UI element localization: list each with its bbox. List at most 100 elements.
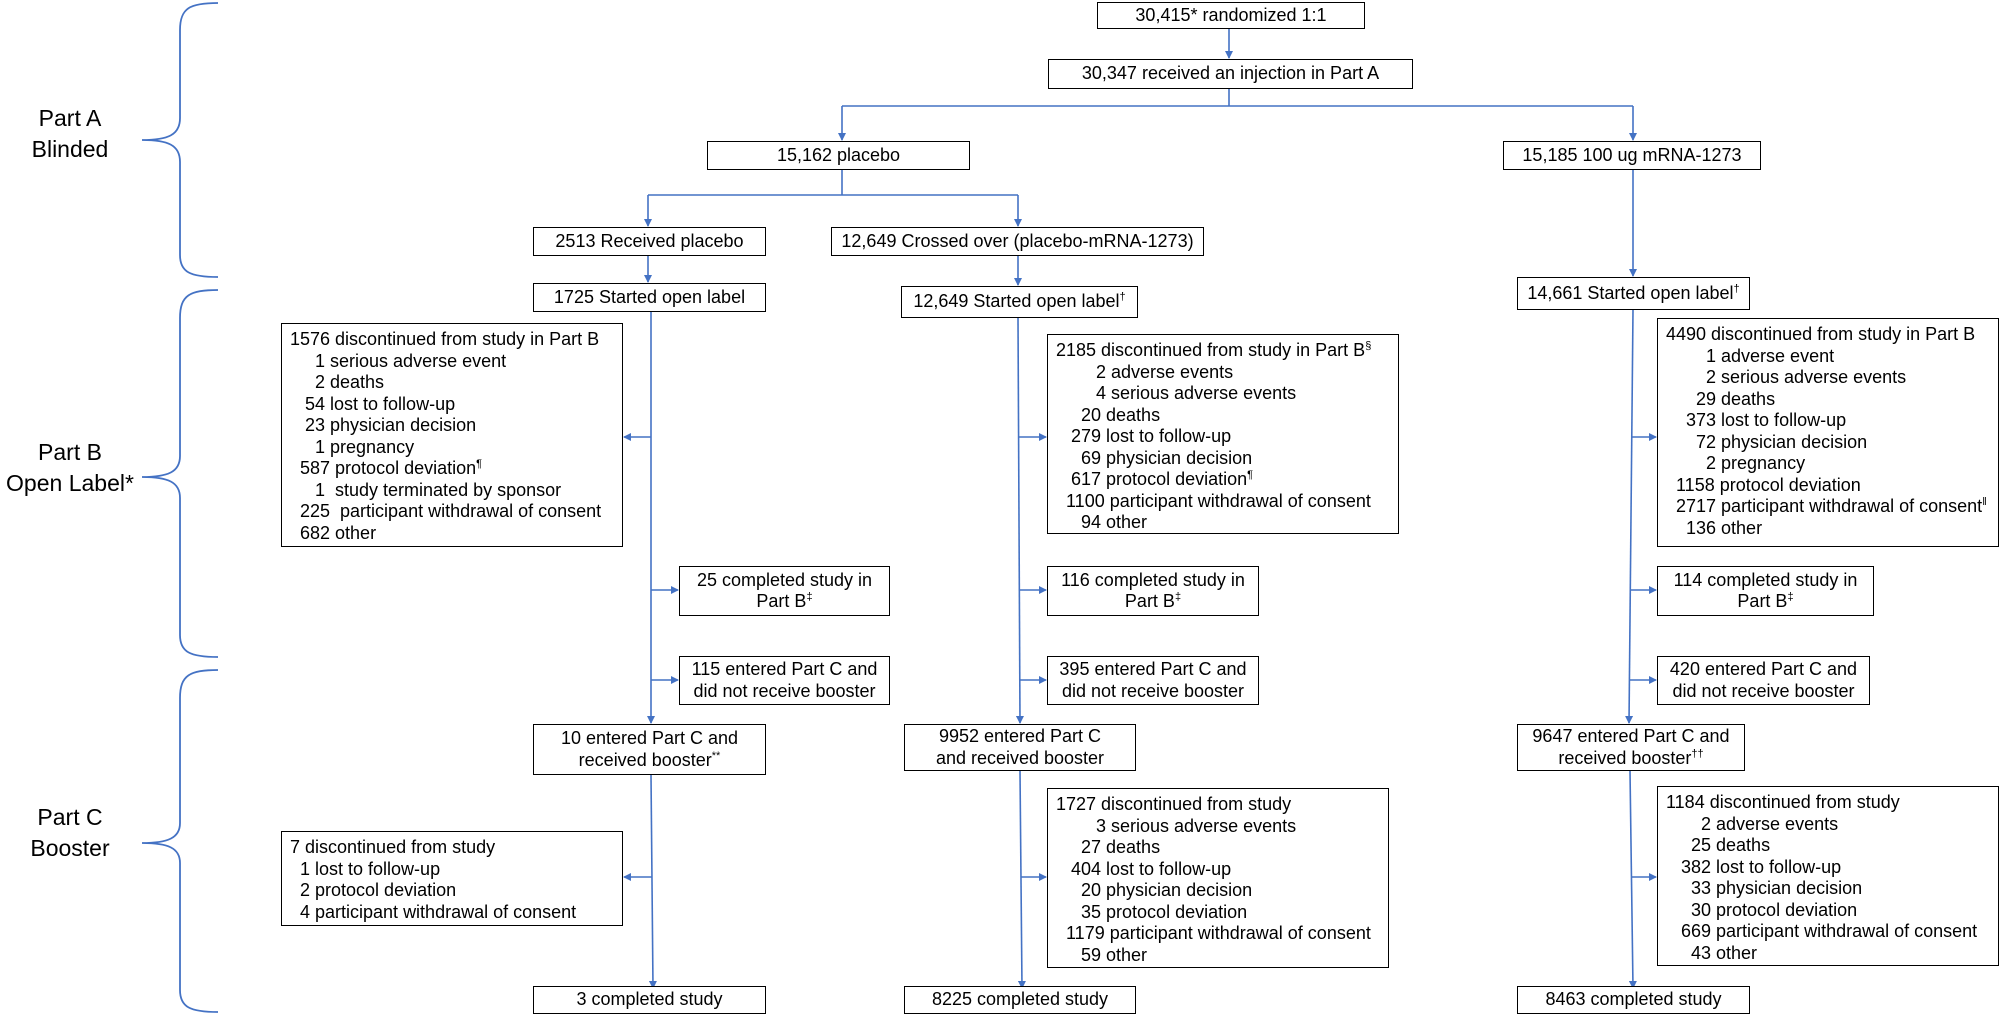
box-received-injection: 30,347 received an injection in Part A	[1048, 59, 1413, 89]
box-col3-booster: 9647 entered Part C and received booster…	[1517, 724, 1745, 771]
list-line: 29 deaths	[1666, 388, 1776, 409]
list-line: 404 lost to follow-up	[1056, 858, 1232, 879]
box-text: 114 completed study in	[1673, 569, 1858, 590]
list-line: 43 other	[1666, 942, 1758, 963]
list-line: 1 study terminated by sponsor	[290, 479, 562, 500]
box-text: 15,162 placebo	[776, 144, 901, 165]
box-col3-no-booster: 420 entered Part C and did not receive b…	[1657, 656, 1870, 705]
footnote-mark: ¶	[476, 458, 483, 470]
list-line: 20 deaths	[1056, 404, 1161, 425]
box-text: 116 completed study in	[1061, 569, 1245, 590]
box-text: Part B	[756, 591, 807, 611]
bracket-part-b	[141, 289, 219, 658]
box-col2-completed-part-b: 116 completed study in Part B‡	[1047, 566, 1259, 616]
list-line: 1100 participant withdrawal of consent	[1056, 490, 1371, 511]
box-text: 9647 entered Part C and	[1532, 726, 1730, 746]
box-col2-no-booster: 395 entered Part C and did not receive b…	[1047, 656, 1259, 705]
box-text: 420 entered Part C and	[1669, 659, 1858, 679]
box-col3-completed-study: 8463 completed study	[1517, 986, 1750, 1014]
list-line: 3 serious adverse events	[1056, 815, 1297, 836]
list-line: 2717 participant withdrawal of consent	[1666, 496, 1983, 516]
list-line: 69 physician decision	[1056, 447, 1253, 468]
list-line: 35 protocol deviation	[1056, 901, 1248, 922]
list-line: 25 deaths	[1666, 835, 1771, 855]
list-line: 23 physician decision	[290, 415, 477, 435]
list-line: 279 lost to follow-up	[1056, 426, 1232, 446]
box-text: 12,649 Crossed over (placebo-mRNA-1273)	[841, 230, 1194, 251]
box-received-placebo: 2513 Received placebo	[533, 227, 766, 256]
box-text: 14,661 Started open label	[1527, 282, 1734, 303]
list-line: 30 protocol deviation	[1666, 899, 1858, 920]
box-text: 8225 completed study	[931, 989, 1109, 1010]
footnote-mark: ‡	[1174, 591, 1182, 603]
footnote-mark: **	[711, 749, 721, 762]
list-line: 2 pregnancy	[1666, 453, 1806, 473]
box-text: 9952 entered Part C	[938, 726, 1102, 746]
list-line: 1 lost to follow-up	[290, 858, 441, 879]
list-line: 2 protocol deviation	[290, 880, 457, 900]
box-col3-completed-part-b: 114 completed study in Part B‡	[1657, 566, 1874, 616]
box-col1-booster: 10 entered Part C and received booster**	[533, 724, 766, 775]
list-line: 587 protocol deviation	[290, 458, 477, 478]
list-line: 4 serious adverse events	[1056, 383, 1297, 403]
box-text: 30,415* randomized 1:1	[1135, 4, 1327, 25]
box-text: 1725 Started open label	[553, 286, 746, 307]
box-col2-completed-study: 8225 completed study	[904, 986, 1136, 1014]
box-text: Part B	[1737, 591, 1788, 611]
box-placebo: 15,162 placebo	[707, 141, 970, 170]
list-line: 33 physician decision	[1666, 878, 1863, 898]
list-line: 72 physician decision	[1666, 431, 1868, 452]
phase-label-part-c: Part C Booster	[0, 802, 140, 864]
list-line: 1158 protocol deviation	[1666, 474, 1861, 495]
box-col1-started-open-label: 1725 Started open label	[533, 283, 766, 312]
box-col3-discontinued-part-c: 1184 discontinued from study 2 adverse e…	[1657, 786, 1999, 966]
list-line: 682 other	[290, 522, 377, 543]
list-line: 2 deaths	[290, 372, 385, 392]
list-line: 7 discontinued from study	[290, 837, 496, 857]
list-line: 94 other	[1056, 512, 1148, 532]
bracket-part-a	[141, 2, 219, 278]
phase-label-line: Open Label*	[6, 470, 134, 496]
list-line: 27 deaths	[1056, 837, 1161, 857]
phase-label-part-a: Part A Blinded	[0, 103, 140, 165]
bracket-part-c	[141, 669, 219, 1013]
list-line: 373 lost to follow-up	[1666, 410, 1847, 430]
box-randomized: 30,415* randomized 1:1	[1097, 2, 1365, 29]
list-line: 59 other	[1056, 944, 1148, 965]
box-text: received booster	[578, 749, 712, 770]
list-line: 617 protocol deviation	[1056, 469, 1248, 489]
box-col1-no-booster: 115 entered Part C and did not receive b…	[679, 656, 890, 705]
box-text: 12,649 Started open label	[913, 291, 1120, 312]
list-line: 1 pregnancy	[290, 436, 415, 457]
footnote-mark: †	[1119, 291, 1126, 304]
box-text: did not receive booster	[1061, 680, 1245, 701]
box-text: Part B	[1124, 591, 1175, 611]
list-line: 1 serious adverse event	[290, 350, 507, 371]
box-col2-discontinued-part-c: 1727 discontinued from study 3 serious a…	[1047, 788, 1389, 968]
box-text: 8463 completed study	[1545, 989, 1722, 1010]
box-text: 10 entered Part C and	[560, 728, 739, 748]
list-line: 2 serious adverse events	[1666, 367, 1907, 387]
footnote-mark: ‡	[806, 591, 813, 603]
box-col2-discontinued-part-b: 2185 discontinued from study in Part B§ …	[1047, 334, 1399, 534]
box-mrna-1273: 15,185 100 ug mRNA-1273	[1503, 141, 1761, 170]
list-line: 225 participant withdrawal of consent	[290, 501, 602, 521]
connectors	[623, 27, 1657, 989]
box-crossed-over: 12,649 Crossed over (placebo-mRNA-1273)	[831, 227, 1204, 256]
list-line: 54 lost to follow-up	[290, 393, 456, 414]
list-line: 4 participant withdrawal of consent	[290, 901, 577, 922]
box-text: 3 completed study	[576, 989, 723, 1010]
list-line: 4490 discontinued from study in Part B	[1666, 324, 1976, 344]
footnote-mark: ¶	[1247, 469, 1254, 481]
phase-label-line: Part B	[38, 439, 102, 465]
box-text: did not receive booster	[1672, 680, 1855, 701]
box-col1-discontinued-part-b: 1576 discontinued from study in Part B 1…	[281, 323, 623, 547]
box-text: and received booster	[935, 747, 1105, 768]
box-col1-completed-part-b: 25 completed study in Part B‡	[679, 566, 890, 616]
phase-label-line: Part C	[37, 804, 103, 830]
footnote-mark: ††	[1691, 747, 1704, 760]
phase-brackets	[141, 2, 219, 1013]
list-line: 1184 discontinued from study	[1666, 792, 1900, 812]
